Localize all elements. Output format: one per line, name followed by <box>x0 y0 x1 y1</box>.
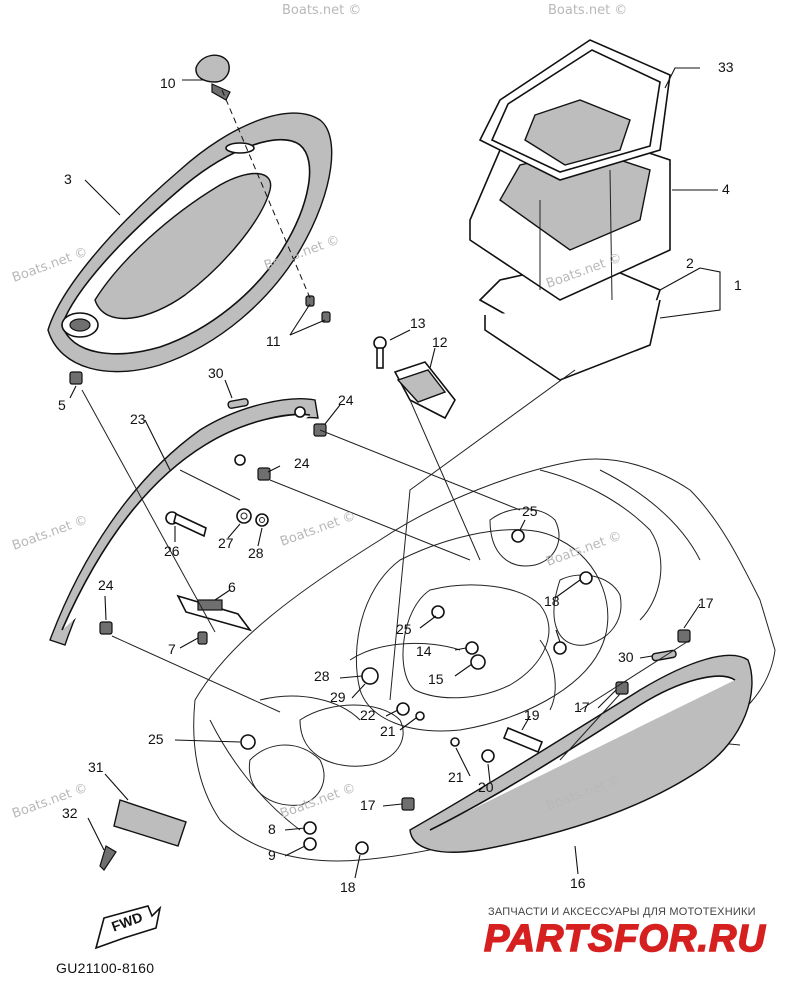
callout-12: 12 <box>432 334 448 350</box>
callout-14: 14 <box>416 643 432 659</box>
callout-11: 11 <box>266 333 281 349</box>
callout-25a: 25 <box>522 503 538 519</box>
callout-31: 31 <box>88 759 104 775</box>
watermark: Boats.net © <box>278 781 358 822</box>
callout-29: 29 <box>330 689 346 705</box>
part-15-nut <box>470 654 486 670</box>
callout-26: 26 <box>164 543 180 559</box>
part-21-washers <box>415 711 460 747</box>
part-32-rivet <box>99 845 117 871</box>
part-27-washer <box>236 508 252 524</box>
leader-lines <box>69 67 721 879</box>
part-20-nut <box>481 749 495 763</box>
callout-33: 33 <box>718 59 734 75</box>
part-8-washer <box>303 821 317 835</box>
callout-5: 5 <box>58 397 66 413</box>
part-26-bolt <box>165 511 207 538</box>
callout-numbers: 33 4 2 1 3 10 11 13 12 5 30 24 23 24 25 … <box>58 59 742 895</box>
callout-17c: 17 <box>360 797 376 813</box>
part-31-label <box>113 799 187 847</box>
callout-13: 13 <box>410 315 426 331</box>
callout-2: 2 <box>686 255 694 271</box>
callout-30b: 30 <box>618 649 634 665</box>
callout-24c: 24 <box>98 577 114 593</box>
brand-tagline: ЗАПЧАСТИ И АКСЕССУАРЫ ДЛЯ МОТОТЕХНИКИ <box>488 906 756 918</box>
callout-15: 15 <box>428 671 444 687</box>
drawing-code: GU21100-8160 <box>56 960 155 976</box>
callout-18a: 18 <box>544 593 560 609</box>
part-6-bracket <box>176 594 253 632</box>
watermark: Boats.net © <box>278 509 358 550</box>
callout-8: 8 <box>268 821 276 837</box>
callout-21b: 21 <box>448 769 464 785</box>
callout-18b: 18 <box>340 879 356 895</box>
storage-bin-assembly <box>469 39 671 381</box>
callout-24b: 24 <box>294 455 310 471</box>
callout-23: 23 <box>130 411 146 427</box>
part-24-clips <box>99 423 327 635</box>
callout-4: 4 <box>722 181 730 197</box>
callout-32: 32 <box>62 805 78 821</box>
callout-9: 9 <box>268 847 276 863</box>
part-29-nut <box>361 667 379 685</box>
callout-1: 1 <box>734 277 742 293</box>
callout-20: 20 <box>478 779 494 795</box>
watermark: Boats.net © <box>282 3 361 18</box>
part-18-bolts <box>355 571 593 855</box>
fwd-arrow-icon: FWD <box>94 905 162 950</box>
callout-17b: 17 <box>574 699 590 715</box>
brand-logo[interactable]: PARTSFOR.RU <box>483 917 766 961</box>
callout-30a: 30 <box>208 365 224 381</box>
part-11-screws <box>305 295 331 323</box>
callout-3: 3 <box>64 171 72 187</box>
callout-28b: 28 <box>314 668 330 684</box>
part-5-clip <box>69 371 83 385</box>
callout-17a: 17 <box>698 595 714 611</box>
part-13-bolt <box>373 336 387 369</box>
part-19-bolt <box>502 726 544 754</box>
hood-cover <box>47 112 333 373</box>
callout-19: 19 <box>524 707 540 723</box>
part-10-latch <box>195 54 231 101</box>
part-25-bolts <box>240 529 525 750</box>
watermark: Boats.net © <box>10 513 90 554</box>
watermark: Boats.net © <box>548 3 627 18</box>
callout-21a: 21 <box>380 723 396 739</box>
part-7-screw <box>197 631 208 645</box>
callout-10: 10 <box>160 75 176 91</box>
callout-27: 27 <box>218 535 234 551</box>
callout-16: 16 <box>570 875 586 891</box>
callout-22: 22 <box>360 707 376 723</box>
part-14-washer <box>465 641 479 655</box>
part-16-rail <box>409 654 753 853</box>
guide-line <box>221 89 311 299</box>
part-12-bracket <box>393 361 456 420</box>
callout-25c: 25 <box>148 731 164 747</box>
callout-24a: 24 <box>338 392 354 408</box>
callout-28a: 28 <box>248 545 264 561</box>
callout-25b: 25 <box>396 621 412 637</box>
part-9-nut <box>303 837 317 851</box>
part-28-washer <box>255 513 269 527</box>
callout-7: 7 <box>168 641 176 657</box>
part-22-nut <box>396 702 410 716</box>
watermark: Boats.net © <box>10 781 90 822</box>
callout-6: 6 <box>228 579 236 595</box>
